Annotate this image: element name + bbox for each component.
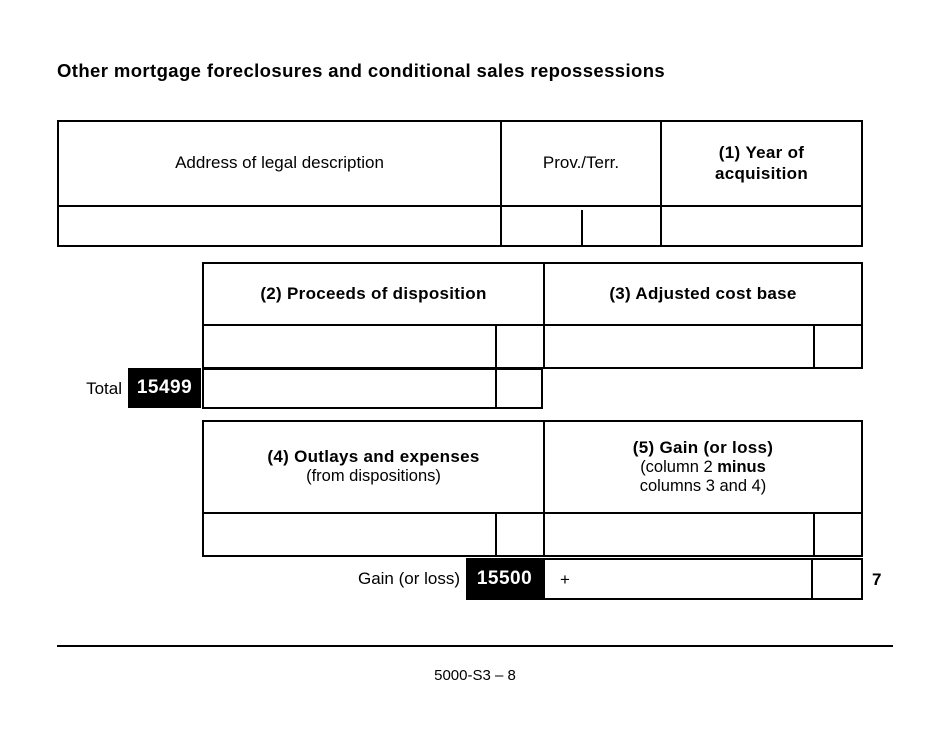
input-gain-result-cents[interactable] (813, 560, 861, 598)
total-label: Total (86, 379, 122, 398)
header-gain-title: (5) Gain (or loss) (632, 437, 774, 457)
header-year-line2: acquisition (714, 163, 809, 183)
input-proceeds-dollars[interactable] (204, 326, 495, 367)
header-province-territory: Prov./Terr. (502, 122, 660, 205)
line-code-15499: 15499 (128, 368, 201, 408)
outlays-and-gain-table: (4) Outlays and expenses (from dispositi… (202, 420, 863, 557)
gain-result-plus-sign: + (560, 570, 570, 589)
input-gain-cents[interactable] (815, 514, 861, 555)
input-total-proceeds-cents[interactable] (497, 370, 541, 407)
table2-header-separator (204, 324, 861, 326)
header-adjusted-cost-base: (3) Adjusted cost base (545, 264, 861, 324)
input-outlays-dollars[interactable] (204, 514, 495, 555)
table1-column-separator-1 (500, 122, 502, 245)
proceeds-total-row (202, 368, 543, 409)
input-acb-cents[interactable] (815, 326, 861, 367)
table1-column-separator-2 (660, 122, 662, 245)
input-address-of-legal-description[interactable] (59, 207, 500, 245)
proceeds-cents-divider (495, 326, 497, 367)
form-code: 5000-S3 – 8 (434, 667, 516, 684)
header-province-label: Prov./Terr. (542, 153, 620, 173)
table1-header-separator (59, 205, 861, 207)
input-gain-result-dollars[interactable] (545, 560, 811, 598)
header-proceeds-of-disposition: (2) Proceeds of disposition (204, 264, 543, 324)
header-year-of-acquisition: (1) Year of acquisition (662, 122, 861, 205)
header-year-line1: (1) Year of (718, 143, 805, 163)
line-number-7: 7 (872, 570, 882, 589)
gain-result-label: Gain (or loss) (357, 569, 460, 588)
line-code-15500: 15500 (466, 558, 543, 600)
gain-result-row (543, 558, 863, 600)
input-province-char-1[interactable] (502, 207, 581, 245)
header-outlays-and-expenses: (4) Outlays and expenses (from dispositi… (204, 422, 543, 512)
footer-divider (57, 645, 893, 647)
total-proceeds-cents-divider (495, 370, 497, 407)
outlays-cents-divider (495, 514, 497, 555)
header-gain-subtitle-line1: (column 2 minus (640, 457, 766, 476)
header-address-of-legal-description: Address of legal description (59, 122, 500, 205)
gain-result-cents-divider (811, 560, 813, 598)
table2-column-separator (543, 264, 545, 367)
page-title: Other mortgage foreclosures and conditio… (57, 60, 666, 81)
header-acb-label: (3) Adjusted cost base (609, 283, 797, 303)
header-outlays-subtitle: (from dispositions) (306, 467, 441, 486)
header-outlays-title: (4) Outlays and expenses (267, 447, 480, 467)
input-year-of-acquisition[interactable] (662, 207, 861, 245)
input-outlays-cents[interactable] (497, 514, 543, 555)
input-proceeds-cents[interactable] (497, 326, 543, 367)
table3-header-separator (204, 512, 861, 514)
gain-cents-divider (813, 514, 815, 555)
table3-column-separator (543, 422, 545, 555)
input-gain-dollars[interactable] (545, 514, 813, 555)
acb-cents-divider (813, 326, 815, 367)
input-acb-dollars[interactable] (545, 326, 813, 367)
proceeds-and-acb-table: (2) Proceeds of disposition (3) Adjusted… (202, 262, 863, 369)
input-total-proceeds-dollars[interactable] (204, 370, 495, 407)
header-gain-subtitle-line2: columns 3 and 4) (639, 477, 767, 496)
header-proceeds-label: (2) Proceeds of disposition (260, 283, 487, 303)
header-gain-or-loss: (5) Gain (or loss) (column 2 minus colum… (545, 422, 861, 512)
header-address-label: Address of legal description (175, 153, 384, 173)
property-identification-table: Address of legal description Prov./Terr.… (57, 120, 863, 247)
input-province-char-2[interactable] (583, 207, 660, 245)
province-character-divider (581, 210, 583, 245)
